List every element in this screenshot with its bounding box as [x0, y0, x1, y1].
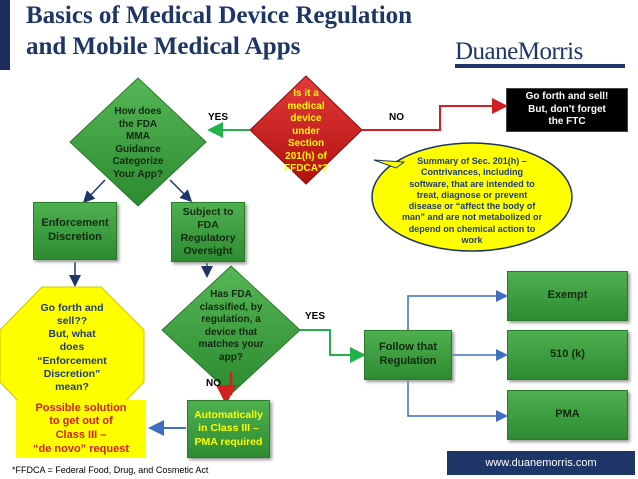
diamond-fda-guidance [69, 77, 207, 207]
node-is-medical-device: Is it a medical device under Section 201… [284, 88, 328, 174]
node-subject-to-fda: Subject to FDA Regulatory Oversight [171, 202, 245, 262]
ellipse-summary-201h [371, 142, 573, 252]
node-enforcement-discretion: Enforcement Discretion [33, 202, 117, 260]
arrow-to-enforcement [82, 179, 106, 204]
logo-underline [455, 64, 625, 68]
node-has-fda-classified: Has FDA classified, by regulation, a dev… [198, 289, 264, 363]
footer-url[interactable]: www.duanemorris.com [447, 451, 635, 475]
arrow-no-to-class3 [216, 372, 236, 405]
arrow-to-exempt [407, 290, 508, 330]
ellipse-pointer [373, 159, 406, 169]
footnote: *FFDCA = Federal Food, Drug, and Cosmeti… [12, 465, 209, 475]
node-510k: 510 (k) [507, 330, 628, 380]
arrow-yes-to-follow [300, 329, 366, 363]
arrow-no-to-sell [362, 98, 508, 131]
logo-text: DuaneMorris [455, 38, 583, 65]
node-fda-guidance: How does the FDA MMA Guidance Categorize… [112, 106, 164, 180]
title-accent-bar [0, 0, 10, 70]
node-auto-class3: Automatically in Class III – PMA require… [187, 400, 270, 458]
arrow-to-pma [407, 380, 508, 422]
arrow-to-subject-fda [169, 179, 193, 203]
title-bar [0, 0, 638, 70]
node-possible-solution: Possible solution to get out of Class II… [16, 400, 146, 458]
edge-label-no-top: NO [389, 112, 404, 123]
node-go-forth-question: Go forth and sell?? But, what does “Enfo… [37, 302, 107, 393]
node-exempt: Exempt [507, 271, 628, 321]
edge-label-yes-mid: YES [305, 311, 326, 322]
node-pma: PMA [507, 390, 628, 440]
duane-morris-logo: DuaneMorris [455, 38, 595, 68]
diamond-is-medical-device [249, 75, 363, 185]
node-go-forth-sell: Go forth and sell! But, don’t forget the… [506, 88, 628, 132]
slide-title-line-2: and Mobile Medical Apps [26, 33, 301, 60]
slide-title-line-1: Basics of Medical Device Regulation [26, 2, 413, 29]
node-summary-201h: Summary of Sec. 201(h) – Contrivances, i… [401, 156, 543, 245]
edge-label-yes-top: YES [208, 112, 229, 123]
node-follow-regulation: Follow that Regulation [364, 330, 452, 380]
edge-label-no-mid: NO [206, 378, 221, 389]
